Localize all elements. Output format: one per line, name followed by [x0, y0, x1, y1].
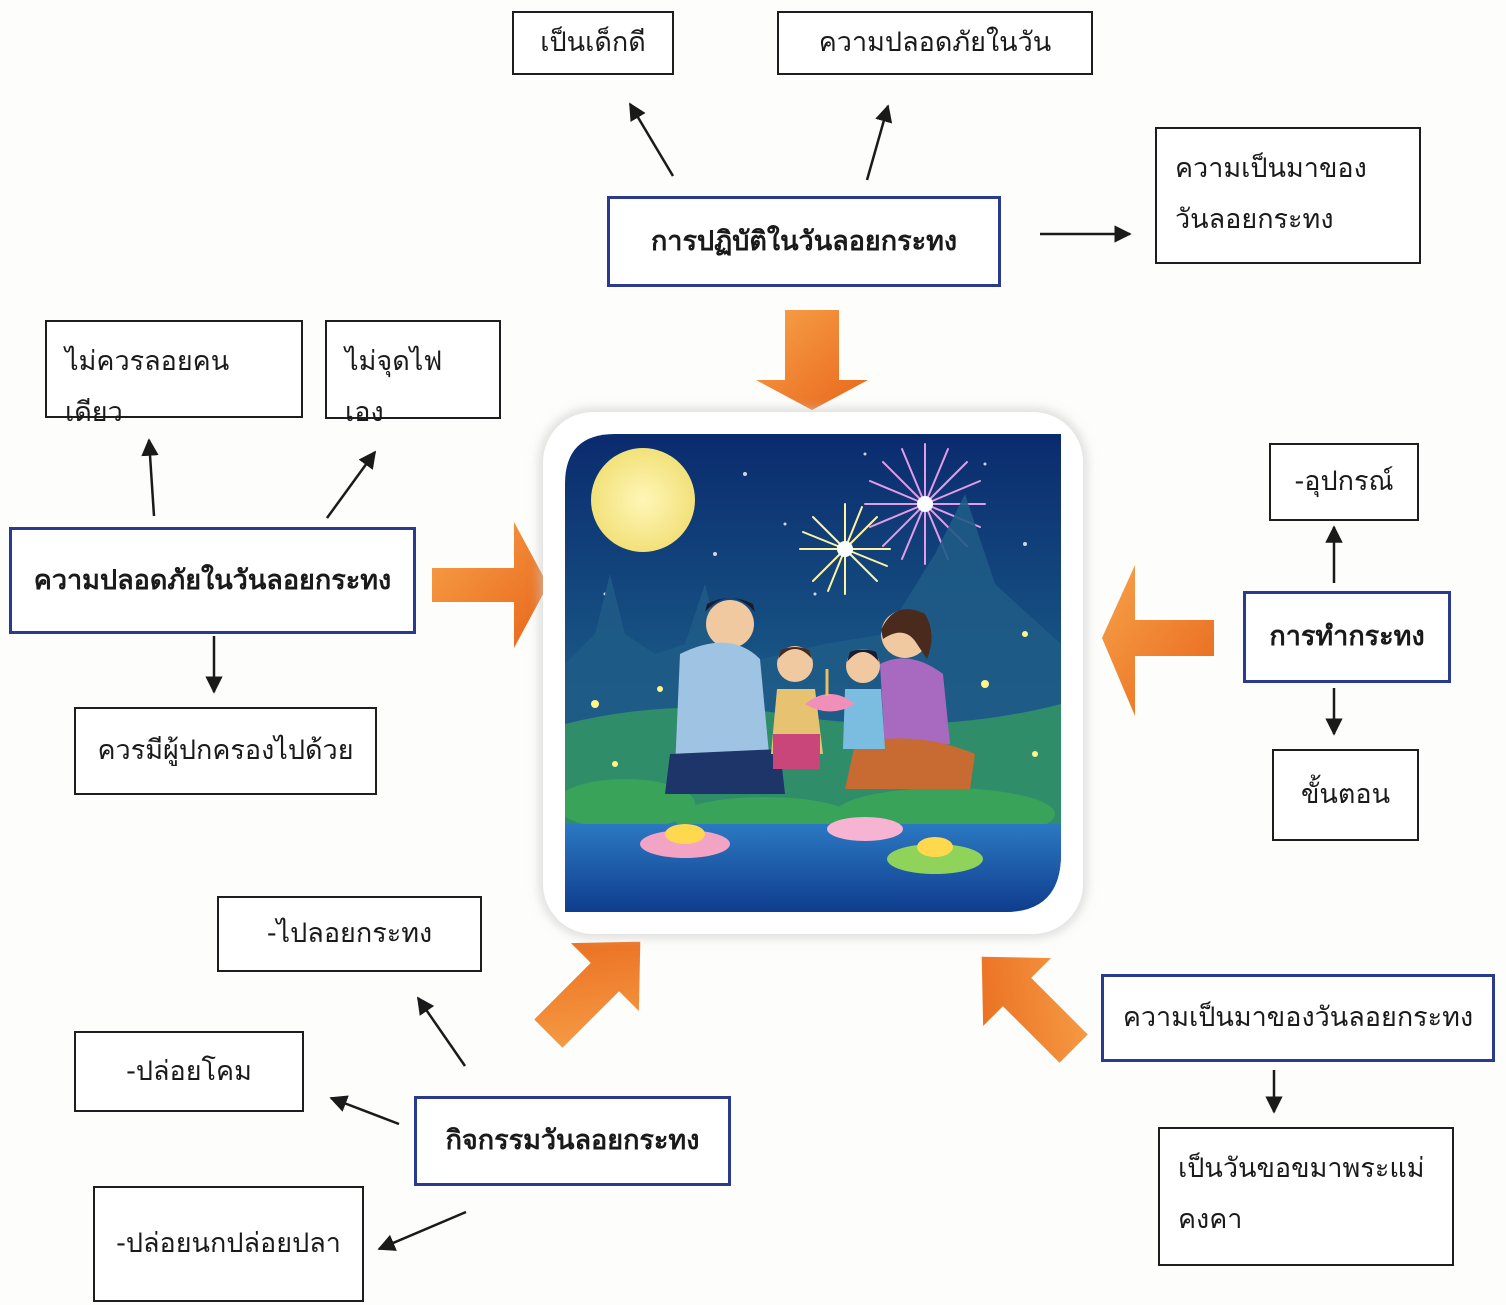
history-ganga: เป็นวันขอขมาพระแม่คงคา: [1158, 1127, 1454, 1266]
big-arrow-left: [1102, 565, 1214, 716]
activity-release-lantern: -ปล่อยโคม: [74, 1031, 304, 1112]
activity-release-animals: -ปล่อยนกปล่อยปลา: [93, 1186, 364, 1302]
arrow-activities-to-lantern: [329, 1095, 400, 1126]
safety-no-fire: ไม่จุดไฟเอง: [325, 320, 501, 428]
arrow-safety-to-no-fire: [325, 450, 377, 519]
activity-float-krathong: -ไปลอยกระทง: [217, 896, 482, 972]
safety-not-alone: ไม่ควรลอยคนเดียว: [45, 320, 303, 428]
topic-history: ความเป็นมาของวันลอยกระทง: [1101, 974, 1495, 1062]
safety-guardian: ควรมีผู้ปกครองไปด้วย: [74, 707, 377, 795]
big-arrow-diagonal-activities: [534, 941, 641, 1048]
making-steps: ขั้นตอน: [1272, 749, 1419, 841]
arrow-practice-to-safety-day: [865, 104, 893, 181]
center-image-frame: [543, 412, 1083, 934]
moon-icon: [591, 448, 695, 552]
topic-practice: การปฏิบัติในวันลอยกระทง: [607, 196, 1001, 287]
big-arrow-down: [756, 310, 868, 410]
arrow-activities-to-krathong: [416, 996, 467, 1067]
practice-safety-day: ความปลอดภัยในวัน: [777, 11, 1093, 75]
arrow-activities-to-release: [377, 1210, 467, 1251]
floating-krathong-icons: [640, 817, 983, 874]
making-equipment: -อุปกรณ์: [1269, 443, 1419, 521]
loy-krathong-illustration: [565, 434, 1061, 912]
big-arrow-right: [432, 522, 548, 648]
fireworks-icon: [799, 443, 986, 595]
practice-good-child: เป็นเด็กดี: [512, 11, 674, 75]
family-figures: [665, 598, 975, 794]
big-arrow-diagonal-history: [981, 956, 1088, 1063]
topic-safety: ความปลอดภัยในวันลอยกระทง: [9, 527, 416, 634]
arrow-safety-to-not-alone: [141, 438, 159, 517]
arrow-practice-to-good-child: [628, 102, 675, 177]
river: [565, 824, 1061, 912]
topic-making: การทำกระทง: [1243, 591, 1451, 683]
practice-origin: ความเป็นมาของวันลอยกระทง: [1155, 127, 1421, 264]
topic-activities: กิจกรรมวันลอยกระทง: [414, 1096, 731, 1186]
